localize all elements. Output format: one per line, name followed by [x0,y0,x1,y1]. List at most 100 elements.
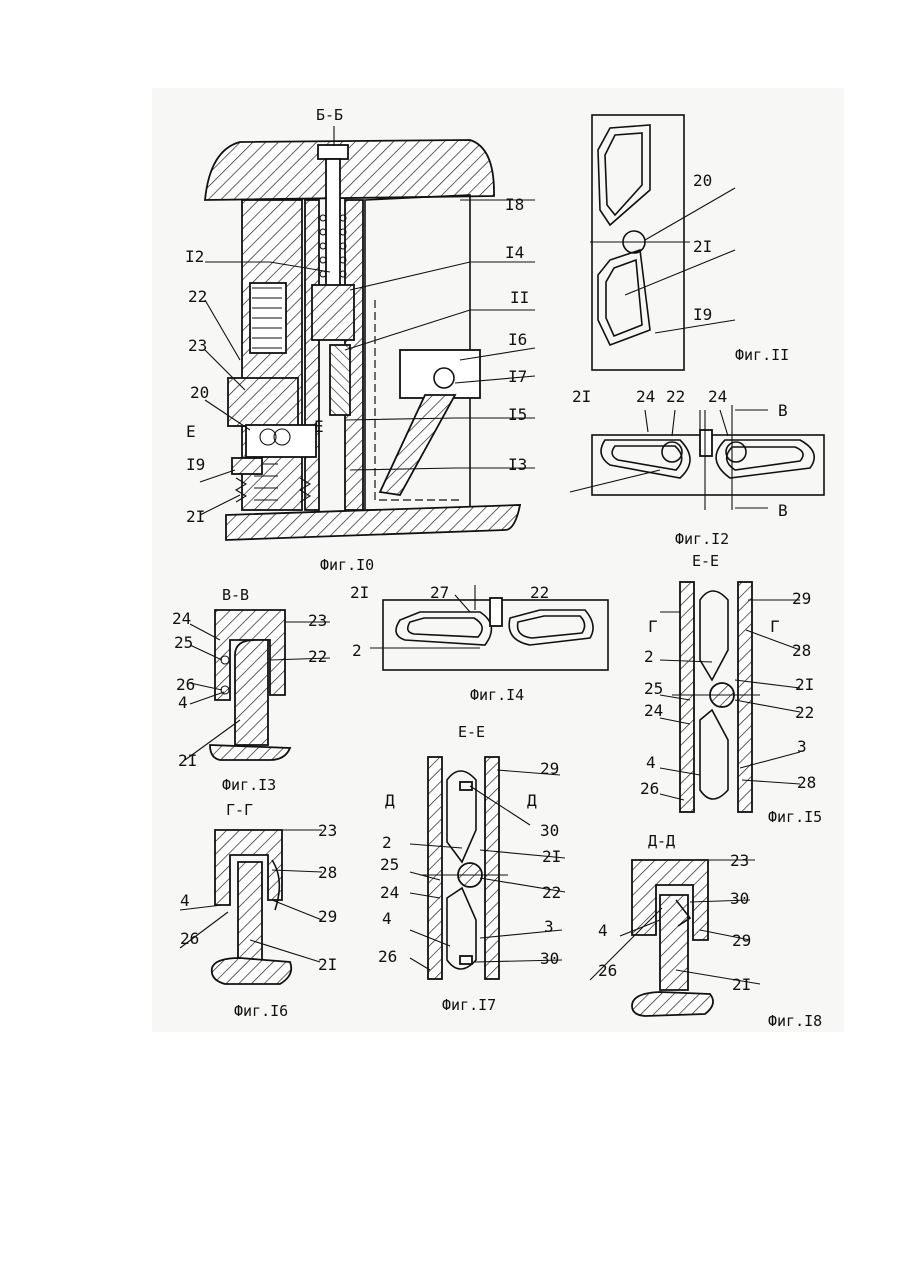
fig18-label-4: 4 [598,921,608,940]
fig13-stem-21 [235,640,268,745]
fig17-label-3: 3 [544,917,554,936]
fig10-cam-13 [380,395,455,495]
fig17-stop-30b [460,956,472,964]
fig17-section: E-E [458,723,485,741]
fig17-label-25: 25 [380,855,399,874]
fig10-plunger [312,285,354,340]
fig15-section: E-E [692,552,719,570]
fig10-label-14: I4 [505,243,524,262]
fig16-label-4: 4 [180,891,190,910]
fig13-label-26: 26 [176,675,195,694]
fig15-wall-right [738,582,752,812]
fig17-label-2: 2 [382,833,392,852]
fig10-label-22: 22 [188,287,207,306]
fig18-group: Д-Д 23 30 4 29 26 2I Фиг.I8 [590,832,822,1030]
fig17-label-D-left: Д [385,791,395,810]
fig16-label-29: 29 [318,907,337,926]
fig15-label-26: 26 [640,779,659,798]
fig10-label-20: 20 [190,383,209,402]
fig13-label-22: 22 [308,647,327,666]
fig12-hook-right [716,440,814,478]
fig18-section: Д-Д [648,832,675,850]
fig18-label-30: 30 [730,889,749,908]
fig15-label-29: 29 [792,589,811,608]
fig15-hook-upper [700,591,728,680]
fig15-label-2: 2 [644,647,654,666]
fig16-caption: Фиг.I6 [234,1002,288,1020]
fig13-label-25: 25 [174,633,193,652]
fig11-group: 20 2I I9 Фиг.II [590,115,789,370]
fig15-label-25: 25 [644,679,663,698]
fig16-group: Г-Г 23 28 4 29 26 2I Фиг.I6 [180,801,337,1020]
fig10-pin-head [318,145,348,159]
fig15-label-G-right: Г [770,617,780,636]
fig10-cap [205,140,494,200]
fig13-section: B-B [222,586,249,604]
fig10-label-E-right: E [314,417,324,436]
fig18-caption: Фиг.I8 [768,1012,822,1030]
fig17-wall-right [485,757,499,979]
fig10-label-18: I8 [505,195,524,214]
fig15-group: E-E 29 Г Г 28 2 2I 25 22 24 4 3 26 28 Фи… [640,552,822,826]
fig15-label-3: 3 [797,737,807,756]
fig17-group: E-E 29 Д Д 30 2 2I 25 22 24 3 4 26 30 Фи… [378,723,565,1014]
fig10-label-15: I5 [508,405,527,424]
fig17-label-4: 4 [382,909,392,928]
fig13-label-23: 23 [308,611,327,630]
fig10-label-21: 2I [186,507,205,526]
fig12-pin-left [662,442,682,462]
fig12-label-22: 22 [666,387,685,406]
fig18-label-26: 26 [598,961,617,980]
fig13-label-4: 4 [178,693,188,712]
fig15-label-28a: 28 [792,641,811,660]
fig16-label-23: 23 [318,821,337,840]
fig10-label-23: 23 [188,336,207,355]
fig11-label-20: 20 [693,171,712,190]
fig14-caption: Фиг.I4 [470,686,524,704]
fig17-wall-left [428,757,442,979]
fig18-label-29: 29 [732,931,751,950]
fig10-base-19 [232,458,262,474]
fig15-caption: Фиг.I5 [768,808,822,826]
fig10-label-17: I7 [508,367,527,386]
fig15-label-4: 4 [646,753,656,772]
fig13-label-21: 2I [178,751,197,770]
fig13-caption: Фиг.I3 [222,776,276,794]
fig17-label-26: 26 [378,947,397,966]
fig12-label-21: 2I [572,387,591,406]
fig10-section: Б-Б [316,106,343,124]
fig16-stem-21 [238,862,262,960]
fig18-label-23: 23 [730,851,749,870]
fig10-block-23 [228,378,298,426]
fig14-label-21: 2I [350,583,369,602]
fig14-key-22 [490,598,502,626]
fig17-label-21: 2I [542,847,561,866]
fig12-label-24a: 24 [636,387,655,406]
fig13-label-24: 24 [172,609,191,628]
fig14-label-22: 22 [530,583,549,602]
fig14-label-27: 27 [430,583,449,602]
fig10-label-12: I2 [185,247,204,266]
fig12-label-B-bottom: B [778,501,788,520]
fig15-wall-left [680,582,694,812]
fig13-group: B-B 24 23 25 22 26 4 2I Фиг.I3 [172,586,330,794]
fig17-label-24: 24 [380,883,399,902]
fig16-label-28: 28 [318,863,337,882]
fig16-label-26: 26 [180,929,199,948]
fig18-label-21: 2I [732,975,751,994]
fig15-label-22: 22 [795,703,814,722]
fig12-caption: Фиг.I2 [675,530,729,548]
fig16-label-21: 2I [318,955,337,974]
fig10-label-16: I6 [508,330,527,349]
fig12-key-22 [700,430,712,456]
fig10-latch [330,345,350,415]
fig10-label-11: II [510,288,529,307]
fig10-block-16 [400,350,480,398]
fig17-label-29: 29 [540,759,559,778]
fig10-group: Б-Б I8 I2 I4 22 II I6 23 I7 20 E E I5 I9… [185,106,535,574]
fig10-label-13: I3 [508,455,527,474]
fig14-hook-left [396,612,491,645]
fig10-block-20 [246,425,316,457]
fig10-sleeve-l [305,200,319,510]
